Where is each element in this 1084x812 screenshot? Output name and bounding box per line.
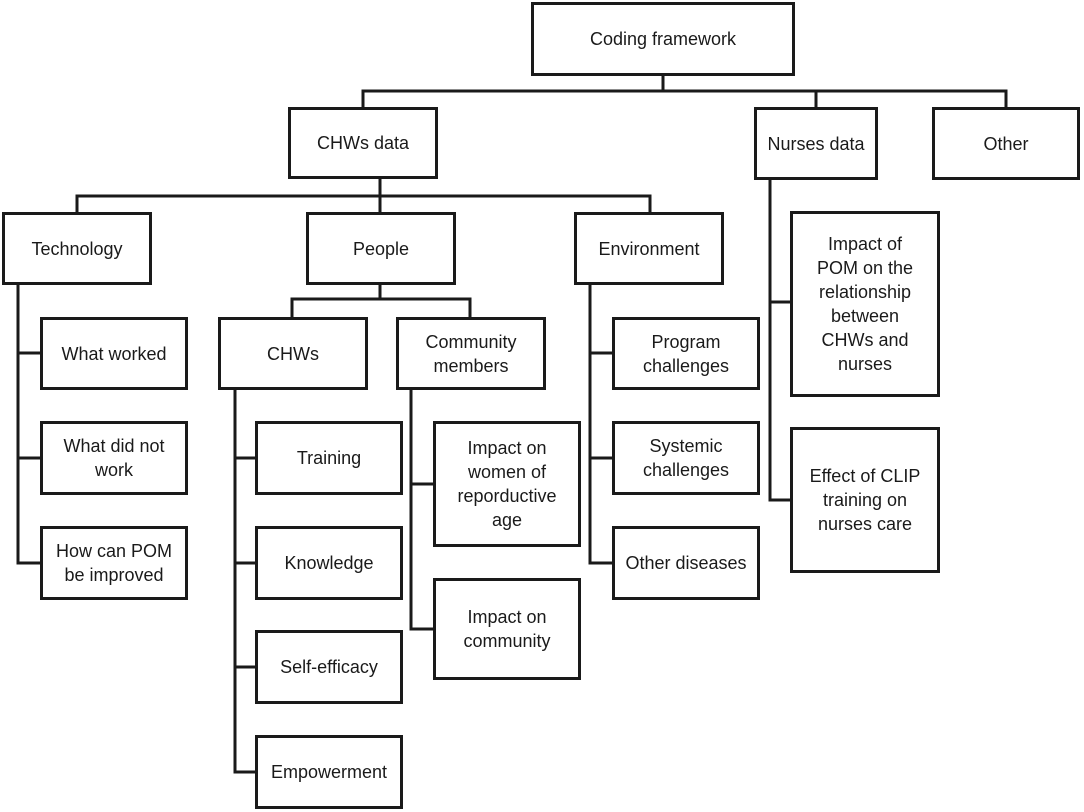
node-people: People (306, 212, 456, 285)
connector-technology (16, 283, 42, 565)
node-program-challenges: Program challenges (612, 317, 760, 390)
connector-community (409, 388, 435, 631)
node-other-diseases: Other diseases (612, 526, 760, 600)
node-nurses-data: Nurses data (754, 107, 878, 180)
node-training: Training (255, 421, 403, 495)
node-self-efficacy: Self-efficacy (255, 630, 403, 704)
node-what-worked: What worked (40, 317, 188, 390)
connector-nurses-data (768, 178, 792, 502)
node-root: Coding framework (531, 2, 795, 76)
node-environment: Environment (574, 212, 724, 285)
node-chws-data: CHWs data (288, 107, 438, 179)
connector-people (290, 283, 472, 319)
node-community-members: Community members (396, 317, 546, 390)
node-knowledge: Knowledge (255, 526, 403, 600)
connector-root (361, 74, 1008, 109)
connector-chws (233, 388, 257, 774)
node-effect-of-clip-training: Effect of CLIP training on nurses care (790, 427, 940, 573)
node-chws: CHWs (218, 317, 368, 390)
node-how-can-pom-be-improved: How can POM be improved (40, 526, 188, 600)
node-impact-of-pom-relationship: Impact of POM on the relationship betwee… (790, 211, 940, 397)
node-what-did-not-work: What did not work (40, 421, 188, 495)
connector-environment (588, 283, 614, 565)
node-technology: Technology (2, 212, 152, 285)
node-empowerment: Empowerment (255, 735, 403, 809)
node-impact-on-community: Impact on community (433, 578, 581, 680)
node-other: Other (932, 107, 1080, 180)
node-systemic-challenges: Systemic challenges (612, 421, 760, 495)
node-impact-on-women: Impact on women of reporductive age (433, 421, 581, 547)
connector-chws-data (75, 177, 652, 214)
